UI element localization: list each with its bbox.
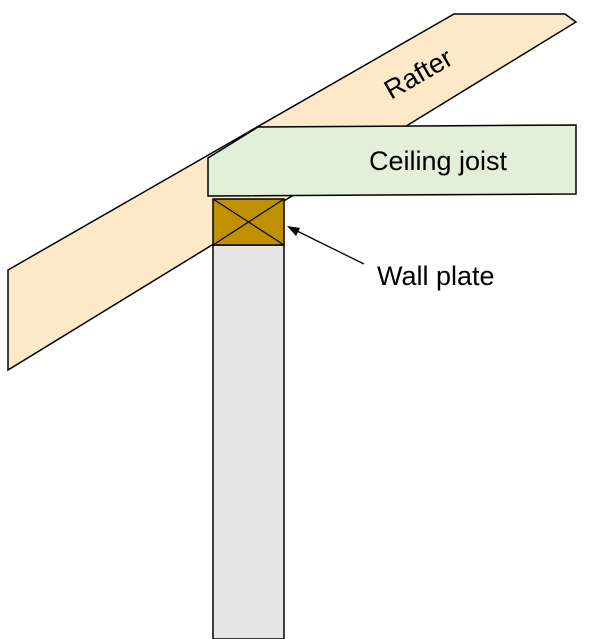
wall-plate-leader-arrow — [287, 226, 365, 265]
wall-stud — [212, 244, 285, 639]
ceiling-joist-label: Ceiling joist — [369, 146, 508, 176]
wall-plate-label: Wall plate — [377, 261, 495, 291]
wall-plate — [212, 198, 285, 246]
ceiling-joist — [207, 124, 577, 197]
